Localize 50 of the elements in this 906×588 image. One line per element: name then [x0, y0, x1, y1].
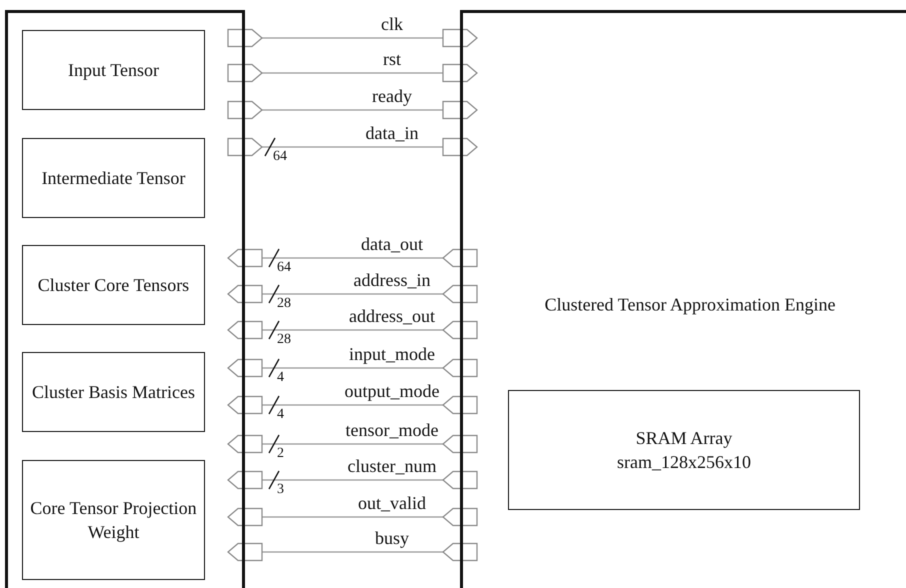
signal-label: data_out	[361, 234, 423, 254]
block-sublabel: sram_128x256x10	[617, 451, 751, 474]
signal-line	[227, 284, 478, 304]
signal-line	[227, 28, 478, 48]
block-label: SRAM Array	[636, 426, 732, 450]
signal-label: tensor_mode	[346, 420, 438, 440]
bus-width: 4	[277, 370, 284, 386]
signal-label: address_out	[349, 306, 435, 326]
signal-label: busy	[375, 528, 409, 548]
signal-label: output_mode	[344, 381, 440, 401]
block-label: Input Tensor	[68, 58, 159, 82]
signal-line	[227, 470, 478, 490]
signal-label: clk	[381, 14, 403, 34]
module-box	[460, 10, 906, 588]
block-box	[22, 352, 205, 432]
module-box	[5, 10, 245, 588]
bus-width: 2	[277, 446, 284, 462]
block-box	[22, 460, 205, 580]
block-box	[22, 30, 205, 110]
signal-line	[227, 434, 478, 454]
block-label: Intermediate Tensor	[42, 166, 186, 190]
bus-width: 64	[273, 149, 287, 165]
signal-label: input_mode	[349, 344, 435, 364]
bus-width: 4	[277, 407, 284, 423]
signal-label: ready	[372, 86, 412, 106]
block-box	[22, 245, 205, 325]
bus-width: 28	[277, 296, 291, 312]
signal-label: cluster_num	[348, 456, 436, 476]
bus-width: 3	[277, 482, 284, 498]
signal-label: address_in	[354, 270, 430, 290]
signal-line	[227, 508, 478, 526]
signal-line	[227, 542, 478, 562]
signal-line	[227, 100, 478, 120]
signal-line	[227, 138, 478, 156]
signal-line	[227, 396, 478, 414]
bus-width: 28	[277, 332, 291, 348]
module-title: Clustered Tensor Approximation Engine	[544, 294, 836, 316]
bus-width: 64	[277, 260, 291, 276]
block-label: Cluster Core Tensors	[38, 274, 190, 297]
block-label: Core Tensor Projection Weight	[29, 496, 198, 544]
signal-label: data_in	[366, 123, 418, 143]
signal-line	[227, 358, 478, 378]
block-label: Cluster Basis Matrices	[32, 380, 195, 404]
block-box	[508, 390, 860, 510]
signal-line	[227, 320, 478, 340]
block-box	[22, 138, 205, 218]
signal-label: out_valid	[358, 493, 426, 513]
signal-line	[227, 64, 478, 82]
signal-label: rst	[383, 49, 401, 69]
signal-line	[227, 248, 478, 268]
